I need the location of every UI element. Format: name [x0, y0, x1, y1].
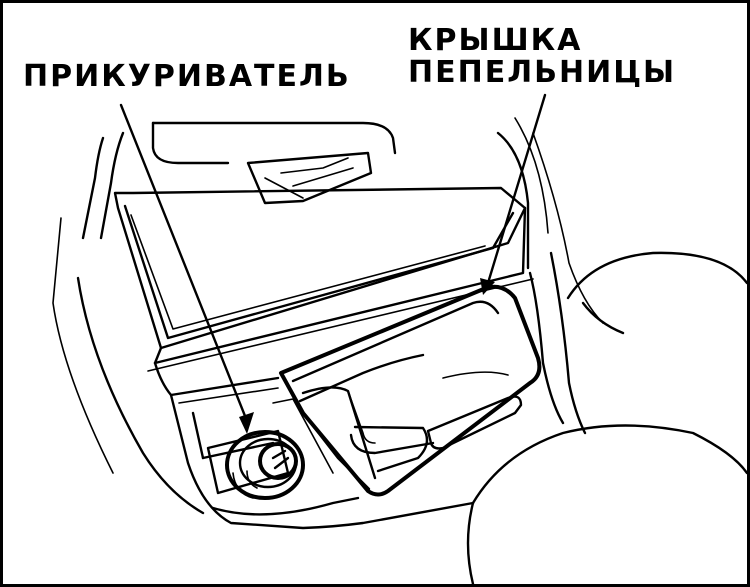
lighter-socket	[206, 429, 305, 500]
leader-lines	[119, 93, 547, 434]
ashtray	[279, 284, 542, 497]
console-side-right	[466, 132, 747, 584]
lighter-callout-label: ПРИКУРИВАТЕЛЬ	[23, 59, 351, 94]
ashtray-cover-label-line2: ПЕПЕЛЬНИЦЫ	[408, 54, 677, 90]
console-housing	[52, 121, 397, 515]
ashtray-cover-callout-label: КРЫШКА ПЕПЕЛЬНИЦЫ	[408, 25, 676, 88]
center-console-drawing	[52, 93, 747, 584]
console-base	[153, 361, 475, 530]
upper-vent	[246, 151, 373, 205]
ashtray-cover-label-line1: КРЫШКА	[408, 23, 583, 58]
